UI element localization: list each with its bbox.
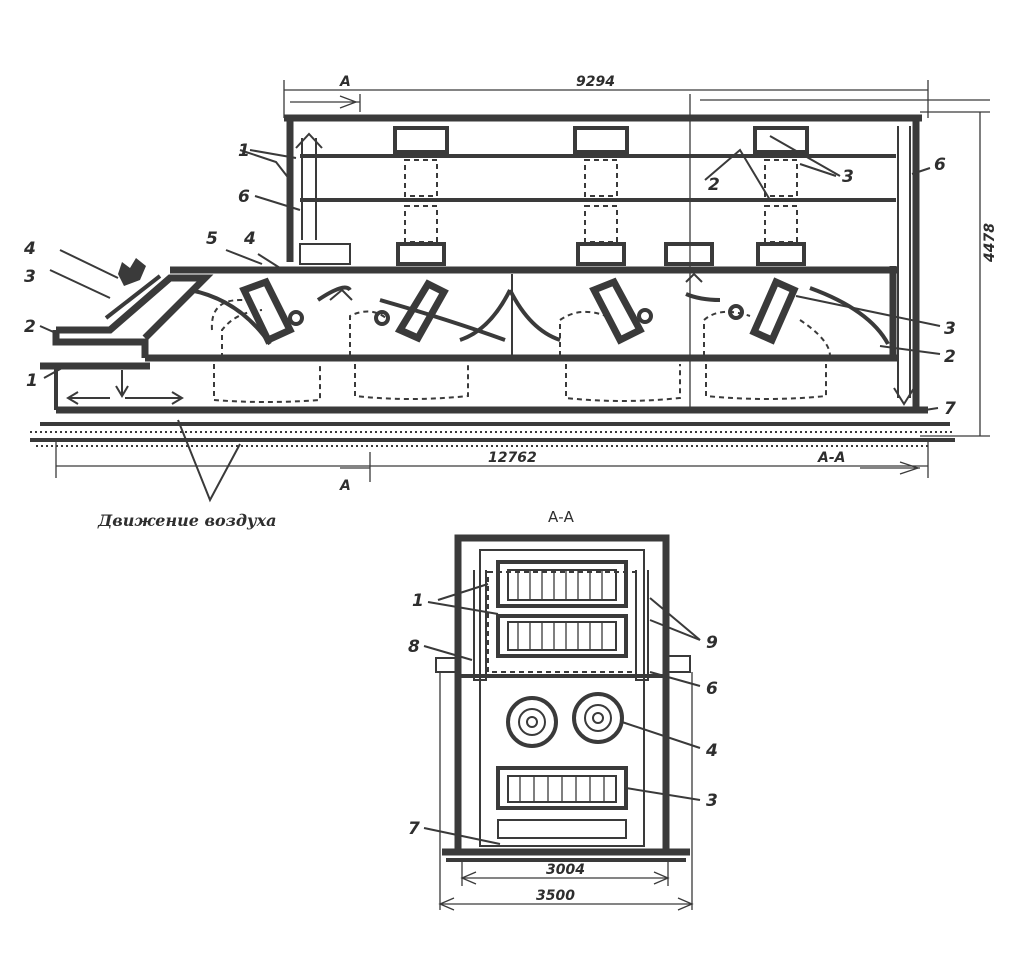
section-label-7: 7 <box>408 819 420 839</box>
section-label-1: 1 <box>412 591 424 611</box>
section-label-4: 4 <box>705 741 718 761</box>
section-label-9: 9 <box>706 633 718 653</box>
section-label-6: 6 <box>706 679 718 699</box>
label-4-left: 4 <box>23 239 36 259</box>
label-3-left: 3 <box>24 267 36 287</box>
label-1-left: 1 <box>26 371 38 391</box>
section-view: А-А 1 8 9 6 4 3 7 3004 3500 <box>408 508 718 911</box>
fan-right <box>572 692 624 744</box>
label-5: 5 <box>206 229 218 249</box>
section-ref: A-A <box>817 450 845 466</box>
section-label-3: 3 <box>706 791 718 811</box>
upper-heaters <box>299 126 841 266</box>
section-mark-bottom: A <box>339 478 351 494</box>
dimension-inner-width: 3004 <box>546 862 585 878</box>
label-1-top: 1 <box>238 141 250 161</box>
lower-heater-grid <box>507 775 617 803</box>
dimension-height: 4478 <box>982 223 998 263</box>
label-2-right: 2 <box>944 347 956 367</box>
label-7: 7 <box>944 399 956 419</box>
section-label-8: 8 <box>408 637 420 657</box>
dimension-top-length: 9294 <box>576 74 615 90</box>
upper-heater-grid <box>507 569 617 651</box>
dimension-total-length: 12762 <box>488 450 537 466</box>
caption-air-movement: Движение воздуха <box>97 511 276 530</box>
fan-left <box>506 696 558 748</box>
dimension-outer-width: 3500 <box>536 888 575 904</box>
lower-chamber <box>30 149 955 503</box>
section-mark-top: A <box>339 74 351 90</box>
upper-chamber <box>283 80 990 437</box>
label-3-upper: 3 <box>842 167 854 187</box>
side-view: 1 6 4 3 2 1 5 4 2 3 6 3 2 7 9294 A 12762… <box>23 74 998 530</box>
label-6-left: 6 <box>238 187 250 207</box>
label-3-right: 3 <box>944 319 956 339</box>
label-4-mid: 4 <box>243 229 256 249</box>
label-2-left: 2 <box>24 317 36 337</box>
label-2-upper: 2 <box>708 175 720 195</box>
label-6-right: 6 <box>934 155 946 175</box>
section-title: А-А <box>548 508 575 526</box>
